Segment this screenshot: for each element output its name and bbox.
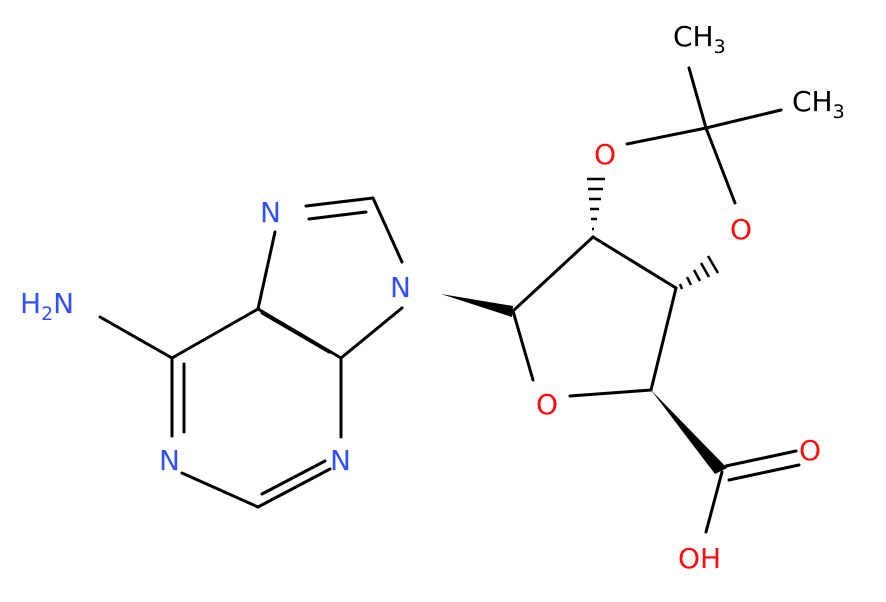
n-imidazole-label: N [260,196,281,229]
hash-c3-o [678,255,720,290]
o-ring-label: O [536,388,558,421]
wedge-c4-cooh [651,390,727,474]
sugar-bonds [441,235,801,534]
o-carbonyl-label: O [799,434,821,467]
methyl-2-label: CH3 [792,85,845,123]
bond-nh2-c6 [98,315,174,360]
bond-cq-me1 [687,66,708,130]
bond-n7-c8 [304,196,375,208]
n3-label: N [330,444,351,477]
amine-label: H2N [20,287,74,325]
bond-c1-oring [511,309,535,382]
bond-cooh-ocarbonyl [724,449,798,468]
bond-n7-c8-inner [307,210,368,221]
hash-c2-o [587,177,605,231]
bond-n1-c2 [180,471,260,509]
n1-label: N [159,444,180,477]
bond-c6-c5 [170,307,260,360]
bond-c2-n3 [256,467,332,509]
bond-c8-n9 [371,196,404,264]
bond-oring-c4 [568,388,653,398]
bond-c1-c2 [511,235,595,313]
bond-cooh-ocarbonyl-inner [727,463,801,482]
bond-n9-c4 [339,306,404,360]
purine-bonds [98,196,404,509]
bond-c5-n7 [256,230,277,311]
hydroxyl-label: OH [678,542,721,575]
bond-o-cq-right [704,126,737,205]
bond-o-cq-left [625,126,708,146]
bond-c3-c4 [649,286,678,392]
methyl-1-label: CH3 [673,20,726,58]
n9-label: N [390,271,411,304]
wedge-n9-c1 [441,294,513,317]
bond-c2-n3-inner [260,459,327,496]
bond-cooh-oh [704,470,724,534]
bond-cq-me2 [704,108,783,130]
bond-c2-c3 [591,235,678,290]
atom-labels: H2N N N N N O O O O OH CH3 CH3 [20,20,845,575]
o-dioxolane-2-label: O [730,213,752,246]
o-dioxolane-1-label: O [594,138,616,171]
acetonide-bonds [625,66,783,205]
bond-c4-c5-inner [260,311,331,354]
